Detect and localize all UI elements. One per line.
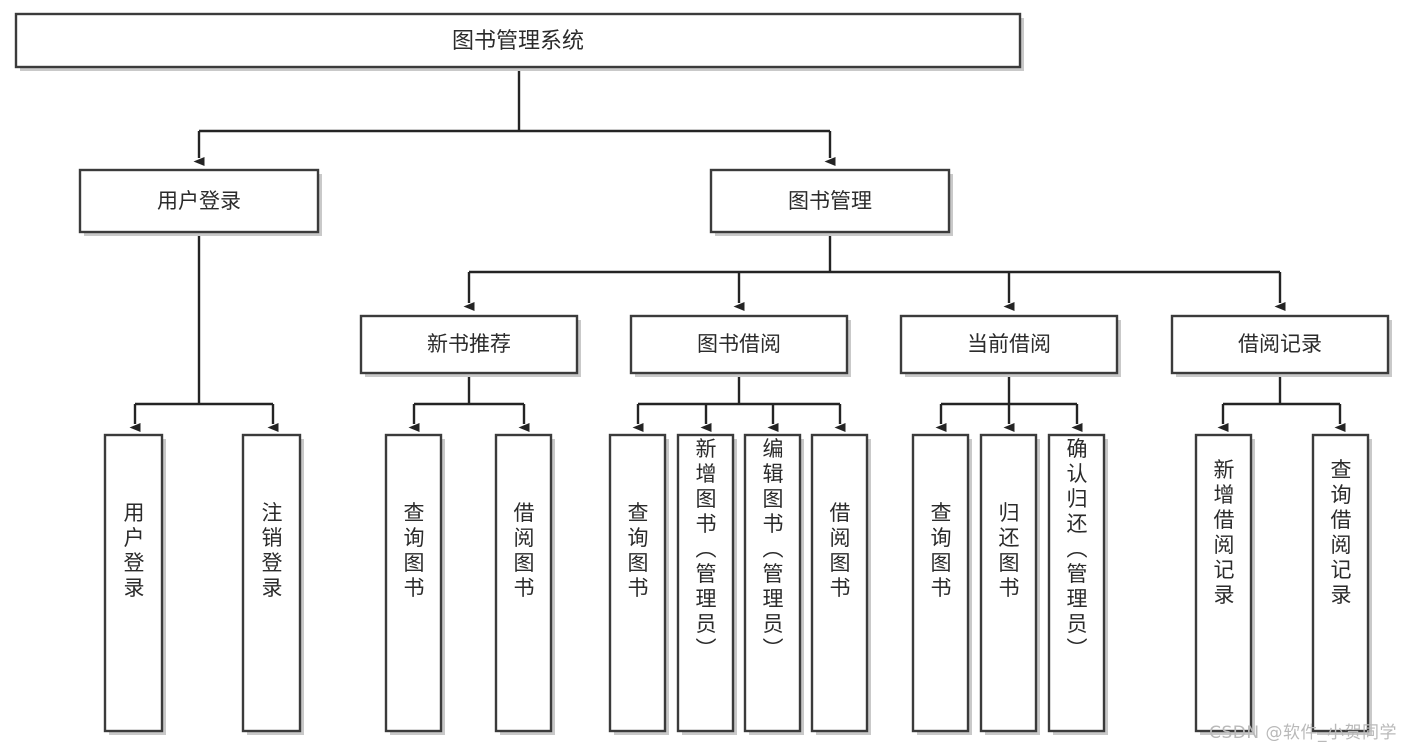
borrow-record-label: 借阅记录 bbox=[1238, 332, 1322, 356]
new-book-recommend-box bbox=[359, 314, 579, 375]
book-borrow-box bbox=[629, 314, 849, 375]
leaf-add-book-box bbox=[676, 433, 735, 733]
node-leaf-add-book[interactable]: 新增图书︵管理员︶ bbox=[676, 433, 737, 735]
current-borrow-label: 当前借阅 bbox=[967, 332, 1051, 356]
leaf-edit-book-box bbox=[743, 433, 802, 733]
current-borrow-box bbox=[899, 314, 1119, 375]
leaf-query-record-box bbox=[1311, 433, 1370, 733]
node-book-management-system[interactable]: 图书管理系统 bbox=[14, 12, 1024, 71]
borrow-record-box bbox=[1170, 314, 1390, 375]
node-borrow-record[interactable]: 借阅记录 bbox=[1170, 314, 1392, 377]
leaf-query-book-1-box bbox=[384, 433, 443, 733]
leaf-query-book-1-label: 查询图书 bbox=[404, 501, 425, 600]
leaf-user-login-box bbox=[103, 433, 164, 733]
leaf-return-book-box bbox=[979, 433, 1038, 733]
node-leaf-user-login[interactable]: 用户登录 bbox=[103, 433, 166, 735]
leaf-add-record-box bbox=[1194, 433, 1253, 733]
node-leaf-logout-login[interactable]: 注销登录 bbox=[241, 433, 304, 735]
leaf-borrow-book-1-box bbox=[494, 433, 553, 733]
node-leaf-query-book-2[interactable]: 查询图书 bbox=[608, 433, 669, 735]
node-leaf-query-book-3[interactable]: 查询图书 bbox=[911, 433, 972, 735]
node-leaf-borrow-book-1[interactable]: 借阅图书 bbox=[494, 433, 555, 735]
new-book-recommend-label: 新书推荐 bbox=[427, 332, 511, 356]
user-login-box bbox=[78, 168, 320, 234]
leaf-borrow-book-1-label: 借阅图书 bbox=[514, 501, 535, 600]
edges-layer bbox=[129, 67, 1346, 432]
leaf-query-record-label: 查询借阅记录 bbox=[1331, 458, 1352, 607]
node-new-book-recommend[interactable]: 新书推荐 bbox=[359, 314, 581, 377]
book-borrow-label: 图书借阅 bbox=[697, 332, 781, 356]
leaf-user-login-label: 用户登录 bbox=[124, 501, 145, 600]
leaf-query-book-2-box bbox=[608, 433, 667, 733]
leaf-edit-book-label: 编辑图书︵管理员︶ bbox=[763, 437, 784, 661]
node-book-borrow[interactable]: 图书借阅 bbox=[629, 314, 851, 377]
leaf-confirm-return-box bbox=[1047, 433, 1106, 733]
csdn-watermark: CSDN @软件_小贺同学 bbox=[1209, 723, 1397, 743]
node-leaf-query-record[interactable]: 查询借阅记录 bbox=[1311, 433, 1372, 735]
leaf-confirm-return-label: 确认归还︵管理员︶ bbox=[1067, 437, 1088, 661]
node-leaf-confirm-return[interactable]: 确认归还︵管理员︶ bbox=[1047, 433, 1108, 735]
leaf-logout-login-box bbox=[241, 433, 302, 733]
leaf-borrow-book-2-box bbox=[810, 433, 869, 733]
leaf-return-book-label: 归还图书 bbox=[999, 501, 1020, 600]
leaf-query-book-3-box bbox=[911, 433, 970, 733]
leaf-add-record-label: 新增借阅记录 bbox=[1214, 458, 1235, 607]
node-leaf-query-book-1[interactable]: 查询图书 bbox=[384, 433, 445, 735]
node-leaf-add-record[interactable]: 新增借阅记录 bbox=[1194, 433, 1255, 735]
leaf-add-book-label: 新增图书︵管理员︶ bbox=[696, 437, 717, 661]
root-box bbox=[14, 12, 1022, 69]
node-current-borrow[interactable]: 当前借阅 bbox=[899, 314, 1121, 377]
book-management-box bbox=[709, 168, 951, 234]
user-login-label: 用户登录 bbox=[157, 189, 241, 213]
node-book-management[interactable]: 图书管理 bbox=[709, 168, 953, 236]
leaf-query-book-2-label: 查询图书 bbox=[628, 501, 649, 600]
leaf-logout-login-label: 注销登录 bbox=[262, 501, 283, 600]
node-user-login[interactable]: 用户登录 bbox=[78, 168, 322, 236]
node-leaf-return-book[interactable]: 归还图书 bbox=[979, 433, 1040, 735]
node-leaf-edit-book[interactable]: 编辑图书︵管理员︶ bbox=[743, 433, 804, 735]
node-leaf-borrow-book-2[interactable]: 借阅图书 bbox=[810, 433, 871, 735]
leaf-query-book-3-label: 查询图书 bbox=[931, 501, 952, 600]
root-label: 图书管理系统 bbox=[452, 29, 584, 54]
book-management-label: 图书管理 bbox=[788, 189, 872, 213]
leaf-borrow-book-2-label: 借阅图书 bbox=[830, 501, 851, 600]
